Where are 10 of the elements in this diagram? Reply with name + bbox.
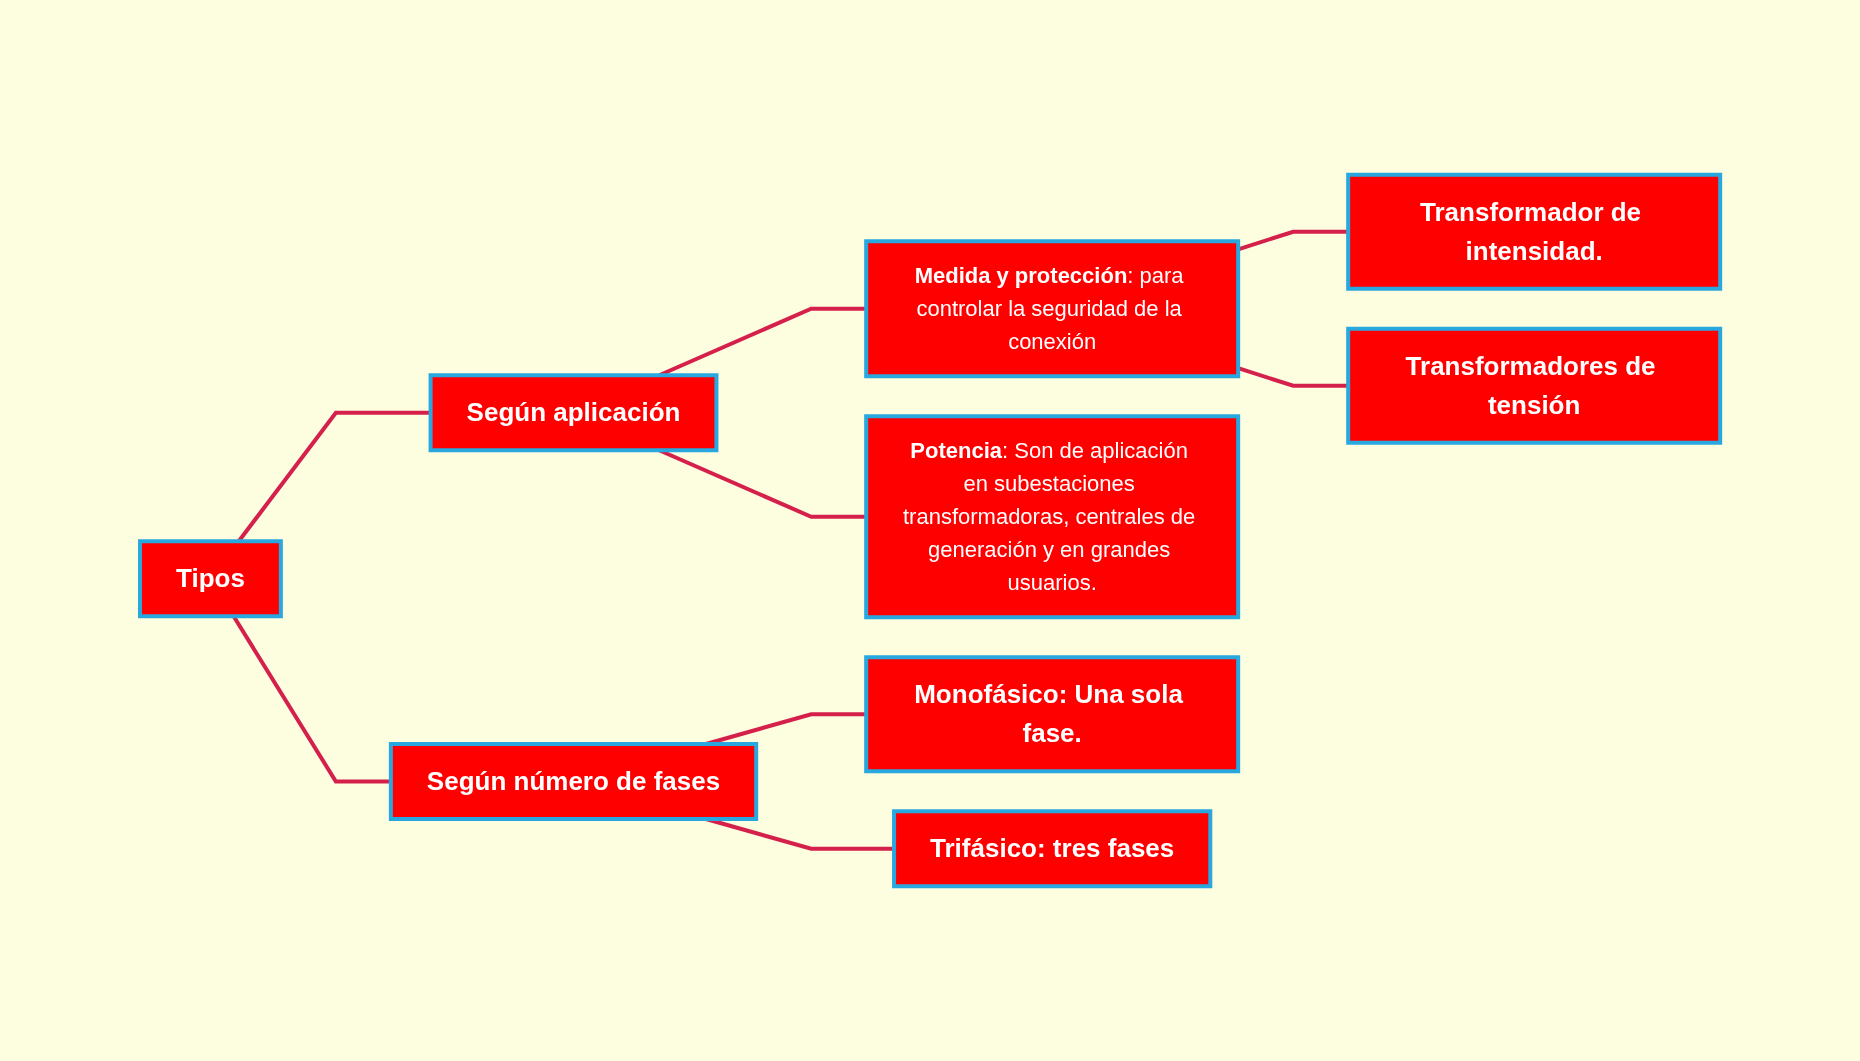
node-box: Transformador de intensidad. (1346, 172, 1723, 291)
connector (1237, 229, 1349, 252)
node-box: Transformadores de tensión (1346, 326, 1723, 445)
node-box: Monofásico: Una sola fase. (864, 655, 1241, 774)
node-box: Potencia: Son de aplicación en subestaciones transformadoras, centrales de generación y en grandes usuarios. (864, 414, 1241, 620)
node-box: Según aplicación (428, 373, 719, 453)
node-box: Trifásico: tres fases (891, 809, 1213, 889)
node-box: Medida y protección: para controlar la seguridad de la conexión (864, 239, 1241, 379)
node-box: Según número de fases (388, 742, 759, 821)
node-box: Tipos (137, 539, 283, 619)
